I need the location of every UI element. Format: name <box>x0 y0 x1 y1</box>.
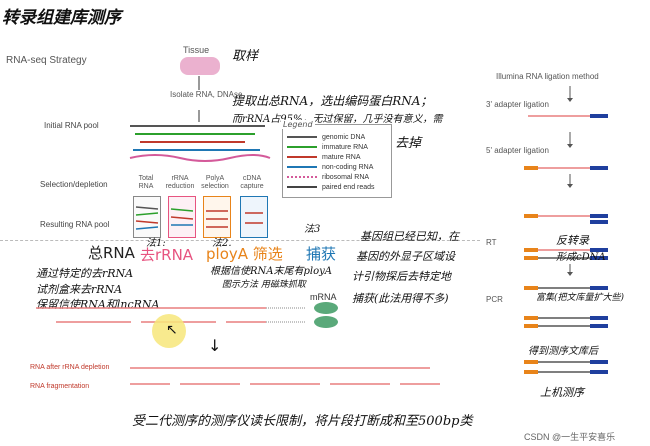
method-polya-selection: PolyA selection <box>201 175 229 190</box>
lib-note: 得到测序文库后 <box>528 346 598 357</box>
legend-item-label: immature RNA <box>322 143 368 151</box>
legend-swatch <box>287 136 317 138</box>
tube-capture <box>240 196 268 238</box>
capture-note-4: 捕获(此法用得不多) <box>352 292 449 305</box>
legend-swatch <box>287 166 317 168</box>
left-note-2: 试剂盒来去rRNA <box>36 283 123 296</box>
arrow-down-2 <box>198 110 200 122</box>
depletion-label: RNA after rRNA depletion <box>30 364 110 371</box>
capture-note-1: 基因组已经已知，在 <box>360 230 459 243</box>
legend-item: ribosomal RNA <box>287 172 375 182</box>
separator-line <box>0 240 480 241</box>
isolate-label: Isolate RNA, DNAse <box>170 90 243 99</box>
legend-item: genomic DNA <box>287 132 375 142</box>
tube-total <box>133 196 161 238</box>
extract-note-1: 提取出总RNA，选出编码蛋白RNA； <box>232 94 433 108</box>
adapter5-label: 5' adapter ligation <box>486 146 549 155</box>
method-cdna-capture: cDNA capture <box>240 175 264 190</box>
pcr-label: PCR <box>486 295 503 304</box>
rt-note-2: 形成cDNA <box>556 252 606 263</box>
polya-note-2: 图示方法 用磁珠抓取 <box>222 280 306 290</box>
legend-swatch <box>287 186 317 188</box>
polya-label: ployA 筛选 <box>206 245 283 263</box>
legend-item-label: non-coding RNA <box>322 163 374 171</box>
legend-item: mature RNA <box>287 152 375 162</box>
legend-item: non-coding RNA <box>287 162 375 172</box>
legend-swatch <box>287 176 317 178</box>
fragmentation-label: RNA fragmentation <box>30 383 90 390</box>
legend-item-label: mature RNA <box>322 153 361 161</box>
handwritten-title: 转录组建库测序 <box>2 8 121 28</box>
strategy-title: RNA-seq Strategy <box>6 55 87 66</box>
tube-polya <box>203 196 231 238</box>
capture-note-2: 基因的外显子区域设 <box>356 250 455 263</box>
remove-note: 去掉 <box>395 136 422 151</box>
rt-diagram <box>524 214 608 276</box>
legend-swatch <box>287 146 317 148</box>
rt-note-1: 反转录 <box>556 234 589 247</box>
method-rrna-reduction: rRNA reduction <box>165 175 195 190</box>
mrna-label: mRNA <box>310 292 337 302</box>
polya-note-1: 根据信使RNA末尾有ployA <box>210 266 332 277</box>
cursor-highlight <box>152 314 186 348</box>
tube-rrna <box>168 196 196 238</box>
tissue-blob <box>180 57 220 75</box>
pcr-note: 富集(把文库量扩大些) <box>536 293 625 303</box>
rt-label: RT <box>486 238 497 247</box>
arrow-down-big: ↓ <box>208 336 222 355</box>
fragment-lines <box>130 367 440 385</box>
legend-item: paired end reads <box>287 182 375 192</box>
capture-label: 捕获 <box>306 245 337 263</box>
legend-item: immature RNA <box>287 142 375 152</box>
arrow-down-1 <box>198 76 200 90</box>
selection-label: Selection/depletion <box>40 180 108 189</box>
rrna-label: 去rRNA <box>140 246 194 264</box>
tissue-label: Tissue <box>183 45 210 55</box>
method-total: Total RNA <box>138 175 154 190</box>
legend-items: genomic DNA immature RNA mature RNA non-… <box>287 132 375 192</box>
legend-title: Legend <box>281 120 315 129</box>
total-rna-label: 总RNA <box>88 244 135 262</box>
seq-note: 上机测序 <box>540 386 584 399</box>
adapter3-diagram <box>528 86 608 118</box>
illumina-title: Illumina RNA ligation method <box>496 72 599 81</box>
extract-note-2: 而rRNA占95%，无过保留，几乎没有意义，需 <box>232 114 443 125</box>
capture-note-3: 计引物探后去特定地 <box>352 270 451 283</box>
mrna-strands <box>36 302 338 328</box>
watermark: CSDN @一生平安喜乐 <box>524 432 616 442</box>
adapter5-diagram <box>524 132 608 188</box>
left-note-1: 通过特定的去rRNA <box>36 267 134 280</box>
method1-label: 法1: <box>146 238 166 249</box>
method3-label: 法3 <box>304 224 321 235</box>
cursor-icon: ↖ <box>166 322 178 338</box>
bead <box>314 316 338 328</box>
legend-swatch <box>287 156 317 158</box>
bottom-note: 受二代测序的测序仪读长限制，将片段打断成和至500bp类 <box>132 414 473 429</box>
pcr-diagram <box>524 286 608 374</box>
adapter3-label: 3' adapter ligation <box>486 100 549 109</box>
legend-item-label: paired end reads <box>322 183 375 191</box>
tissue-note: 取样 <box>232 49 259 64</box>
legend-item-label: ribosomal RNA <box>322 173 370 181</box>
initial-pool-label: Initial RNA pool <box>44 121 99 130</box>
legend-box: Legend genomic DNA immature RNA mature R… <box>281 120 392 198</box>
bead <box>314 302 338 314</box>
resulting-pool-label: Resulting RNA pool <box>40 220 110 229</box>
initial-pool-lines <box>129 125 271 162</box>
legend-item-label: genomic DNA <box>322 133 366 141</box>
method2-label: 法2. <box>212 238 232 249</box>
